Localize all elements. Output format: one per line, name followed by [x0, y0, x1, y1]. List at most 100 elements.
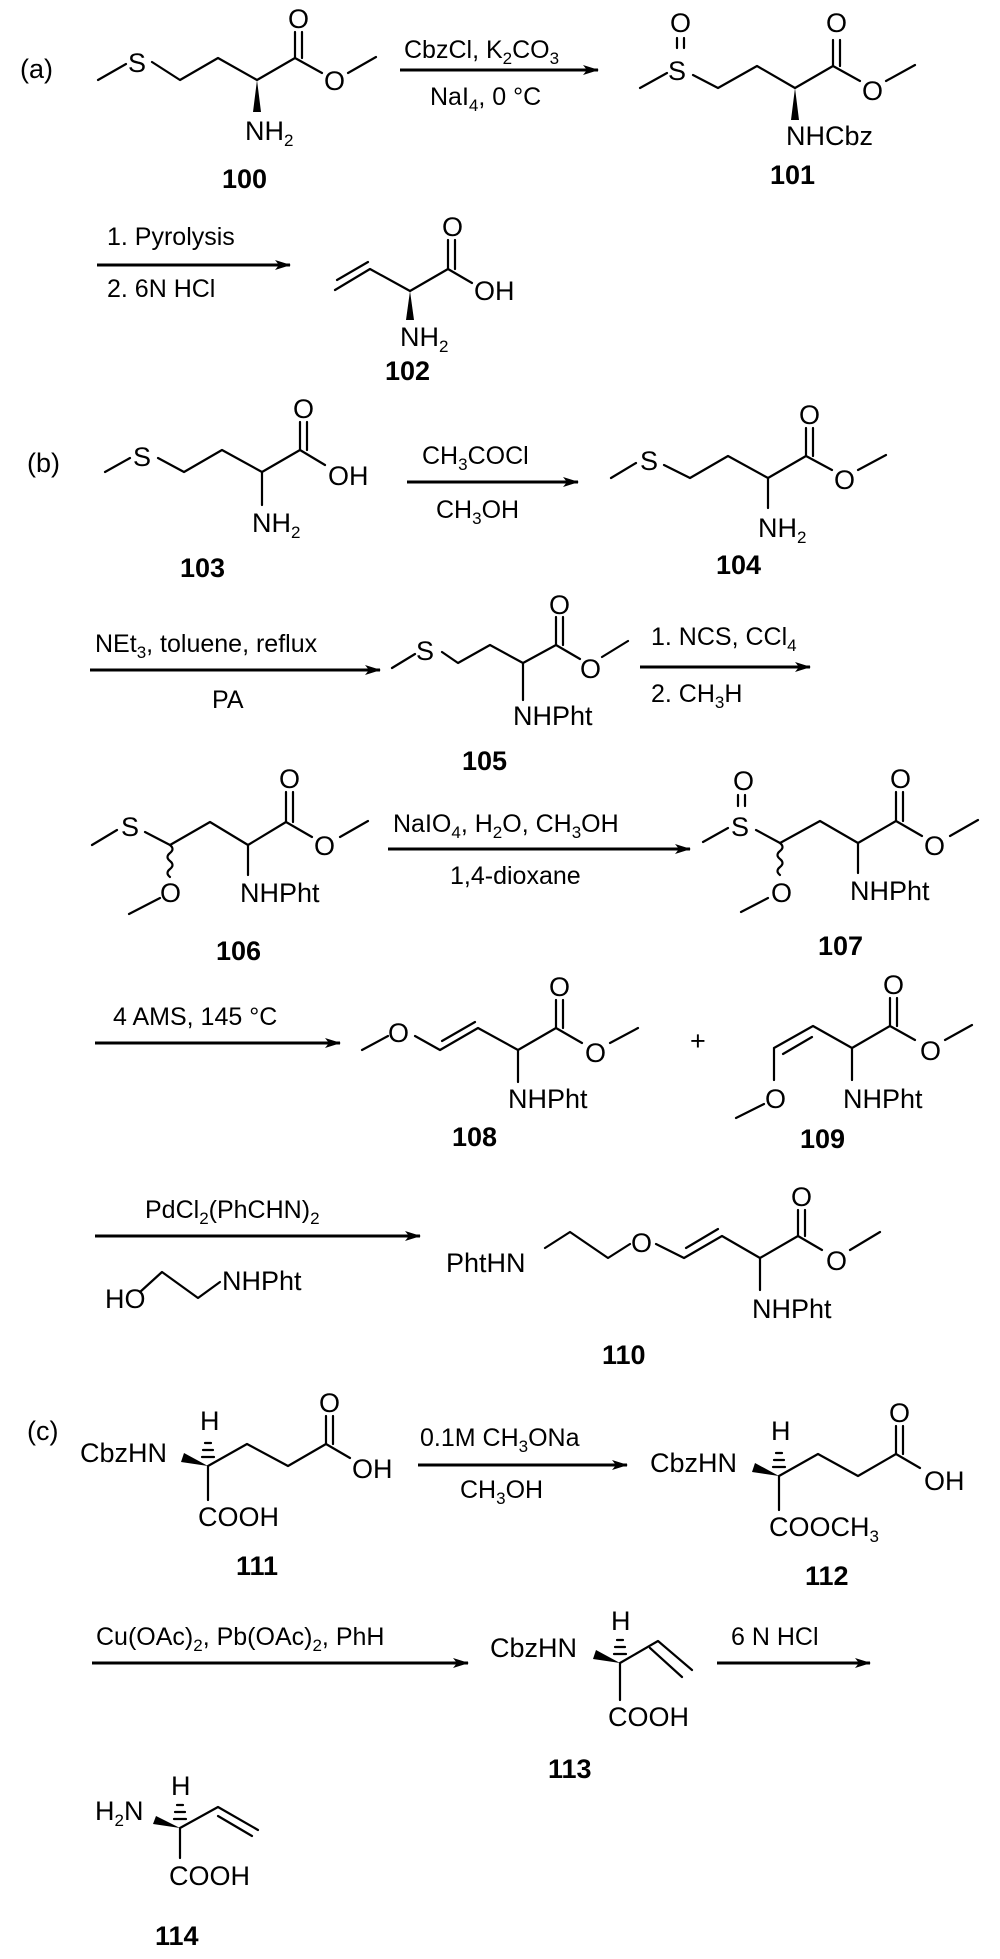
- atom-O: O: [388, 1018, 409, 1048]
- atom-O: O: [580, 654, 601, 684]
- compound-109: O O O NHPht 109: [734, 970, 974, 1154]
- conditions-c1-bottom: CH3OH: [460, 1476, 543, 1508]
- atom-H: H: [171, 1771, 191, 1801]
- compound-label-103: 103: [180, 553, 225, 583]
- compound-label-109: 109: [800, 1124, 845, 1154]
- atom-S: S: [121, 812, 139, 842]
- nhpht-group: NHPht: [508, 1084, 588, 1114]
- atom-OH: OH: [352, 1454, 393, 1484]
- atom-O: O: [549, 972, 570, 1002]
- compound-103: S O OH NH2 103: [103, 394, 369, 583]
- hash-bond: [200, 1441, 216, 1459]
- plus-sign: +: [690, 1026, 706, 1056]
- atom-O: O: [765, 1084, 786, 1114]
- atom-O: O: [293, 394, 314, 424]
- atom-O: O: [549, 590, 570, 620]
- compound-108: O O O NHPht 108: [360, 972, 640, 1152]
- atom-O: O: [631, 1228, 652, 1258]
- atom-O: O: [585, 1038, 606, 1068]
- compound-label-108: 108: [452, 1122, 497, 1152]
- atom-H: H: [200, 1406, 220, 1436]
- conditions-b2-bottom: PA: [212, 686, 244, 714]
- atom-H: H: [771, 1416, 791, 1446]
- wedge-bond: [253, 80, 261, 112]
- atom-O: O: [791, 1182, 812, 1212]
- atom-S: S: [731, 812, 749, 842]
- atom-H: H: [611, 1606, 631, 1636]
- atom-O: O: [733, 766, 754, 796]
- atom-O: O: [924, 831, 945, 861]
- hash-bond: [771, 1451, 787, 1469]
- atom-O: O: [826, 8, 847, 38]
- compound-102: O OH NH2 102: [333, 212, 515, 386]
- atom-O: O: [826, 1246, 847, 1276]
- reagent-hydroxyethyl-phthalimide: HO NHPht: [105, 1266, 302, 1314]
- cooh-group: COOH: [608, 1702, 689, 1732]
- reagent-nhpht: NHPht: [222, 1266, 302, 1296]
- atom-O: O: [324, 66, 345, 96]
- atom-O: O: [883, 970, 904, 1000]
- reagent-ho: HO: [105, 1284, 146, 1314]
- part-label-c: (c): [27, 1416, 58, 1446]
- compound-label-105: 105: [462, 746, 507, 776]
- compound-label-114: 114: [155, 1921, 199, 1951]
- nhpht-group: NHPht: [513, 701, 593, 731]
- conditions-b2-top: NEt3, toluene, reflux: [95, 630, 318, 662]
- amine-group: H2N: [95, 1796, 143, 1830]
- compound-label-106: 106: [216, 936, 261, 966]
- cbzhn-group: CbzHN: [650, 1448, 737, 1478]
- hash-bond: [172, 1803, 188, 1821]
- part-label-b: (b): [27, 448, 60, 478]
- compound-label-112: 112: [805, 1561, 849, 1591]
- cbzhn-group: CbzHN: [80, 1438, 167, 1468]
- conditions-b4-bottom: 1,4-dioxane: [450, 862, 581, 890]
- atom-O: O: [670, 8, 691, 38]
- nhpht-group: NHPht: [850, 876, 930, 906]
- cbzhn-group: CbzHN: [490, 1633, 577, 1663]
- compound-label-113: 113: [548, 1754, 592, 1784]
- atom-O: O: [889, 1398, 910, 1428]
- atom-S: S: [416, 636, 434, 666]
- compound-label-111: 111: [236, 1551, 278, 1581]
- compound-label-102: 102: [385, 356, 430, 386]
- compound-101: S O O O NHCbz 101: [638, 8, 917, 190]
- wedge-bond: [593, 1650, 620, 1663]
- phthn-group: PhtHN: [446, 1248, 526, 1278]
- atom-O: O: [862, 76, 883, 106]
- amine-group: NH2: [758, 513, 806, 547]
- amine-group: NH2: [252, 508, 300, 542]
- atom-O: O: [890, 764, 911, 794]
- conditions-b5-top: 4 AMS, 145 °C: [113, 1003, 277, 1031]
- wedge-bond: [791, 88, 799, 120]
- compound-label-107: 107: [818, 931, 863, 961]
- nhpht-group: NHPht: [240, 878, 320, 908]
- nhpht-group: NHPht: [843, 1084, 923, 1114]
- atom-O: O: [799, 400, 820, 430]
- conditions-b4-top: NaIO4, H2O, CH3OH: [393, 810, 619, 842]
- atom-OH: OH: [474, 276, 515, 306]
- compound-106: S O O O NHPht 106: [90, 764, 370, 966]
- atom-O: O: [834, 465, 855, 495]
- compound-113: CbzHN H COOH 113: [490, 1606, 694, 1784]
- atom-O: O: [920, 1036, 941, 1066]
- atom-OH: OH: [924, 1466, 965, 1496]
- conditions-b3-top: 1. NCS, CCl4: [651, 623, 797, 655]
- compound-114: H2N H COOH 114: [95, 1771, 260, 1951]
- conditions-b3-bottom: 2. CH3H: [651, 680, 742, 712]
- atom-O: O: [279, 764, 300, 794]
- compound-112: CbzHN H O OH COOCH3 112: [650, 1398, 965, 1591]
- atom-S: S: [128, 48, 146, 78]
- wedge-bond: [153, 1816, 180, 1828]
- conditions-c2-top: Cu(OAc)2, Pb(OAc)2, PhH: [96, 1623, 384, 1655]
- cooh-group: COOH: [198, 1502, 279, 1532]
- conditions-b1-top: CH3COCl: [422, 442, 529, 474]
- compound-107: S O O O O NHPht 107: [701, 764, 980, 961]
- compound-110: PhtHN O O O NHPht 110: [446, 1182, 882, 1370]
- compound-104: S O O NH2 104: [609, 400, 888, 580]
- atom-S: S: [668, 56, 686, 86]
- compound-100: S O O NH2 100: [96, 4, 378, 194]
- atom-S: S: [640, 446, 658, 476]
- atom-S: S: [133, 442, 151, 472]
- wedge-bond: [752, 1463, 779, 1476]
